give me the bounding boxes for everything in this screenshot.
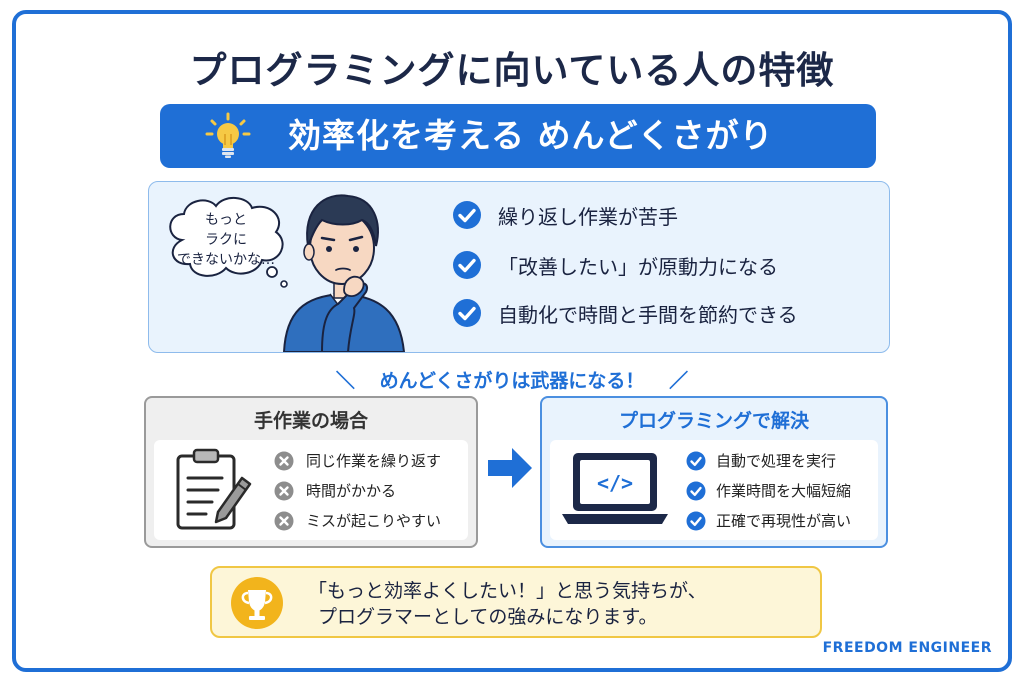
programming-solution-title: プログラミングで解決	[618, 410, 809, 432]
laptop-code-icon: </>	[562, 453, 668, 524]
conclusion-box: 「もっと効率よくしたい！」と思う気持ちが、 プログラマーとしての強みになります。	[210, 566, 822, 638]
lightbulb-icon	[205, 112, 251, 158]
check-circle-icon	[453, 201, 481, 229]
check-circle-icon	[686, 511, 706, 530]
thinking-person-illustration	[282, 194, 406, 352]
manual-work-title: 手作業の場合	[253, 410, 368, 432]
right-arrow-icon	[488, 448, 532, 488]
trait-item: 繰り返し作業が苦手	[452, 200, 678, 230]
trait-item: 自動化で時間と手間を節約できる	[452, 298, 798, 328]
cross-circle-icon	[274, 451, 294, 470]
tagline: ＼ めんどくさがりは武器になる！ ／	[335, 370, 689, 392]
conclusion-text: 「もっと効率よくしたい！」と思う気持ちが、 プログラマーとしての強みになります。	[308, 580, 707, 628]
tagline-text: めんどくさがりは武器になる！	[379, 370, 645, 392]
trophy-icon	[231, 577, 283, 629]
laptop-screen-code: </>	[597, 471, 633, 495]
trait-item: 「改善したい」が原動力になる	[452, 250, 778, 280]
cross-circle-icon	[274, 481, 294, 500]
manual-work-item: 同じ作業を繰り返す	[274, 450, 441, 471]
thought-bubble-text: もっと ラクに できないかな…	[177, 212, 275, 268]
cross-circle-icon	[274, 511, 294, 530]
banner-text: 効率化を考える めんどくさがり	[288, 116, 774, 155]
manual-work-panel: 手作業の場合 同じ作業を繰り返す 時間がかかる ミスが起こりやすい	[144, 396, 478, 548]
check-circle-icon	[686, 451, 706, 470]
brand-logo-text: FREEDOM ENGINEER	[822, 640, 992, 656]
check-circle-icon	[453, 251, 481, 279]
programming-solution-body: </> 自動で処理を実行 作業時間を大幅短縮 正確で再現性が高い	[550, 440, 878, 540]
programming-solution-panel: プログラミングで解決 </> 自動で処理を実行 作業時間を大幅短縮 正確で再現性…	[540, 396, 888, 548]
manual-work-item: 時間がかかる	[274, 480, 396, 501]
manual-work-body: 同じ作業を繰り返す 時間がかかる ミスが起こりやすい	[154, 440, 468, 540]
programming-solution-item: 正確で再現性が高い	[686, 510, 851, 531]
thought-bubble	[169, 197, 288, 288]
manual-work-item: ミスが起こりやすい	[274, 510, 441, 531]
clipboard-pencil-icon	[176, 448, 252, 530]
check-circle-icon	[686, 481, 706, 500]
headline-banner: 効率化を考える めんどくさがり	[160, 104, 876, 168]
page-title: プログラミングに向いている人の特徴	[189, 49, 835, 92]
programming-solution-item: 作業時間を大幅短縮	[686, 480, 851, 501]
programming-solution-item: 自動で処理を実行	[686, 450, 836, 471]
check-circle-icon	[453, 299, 481, 327]
